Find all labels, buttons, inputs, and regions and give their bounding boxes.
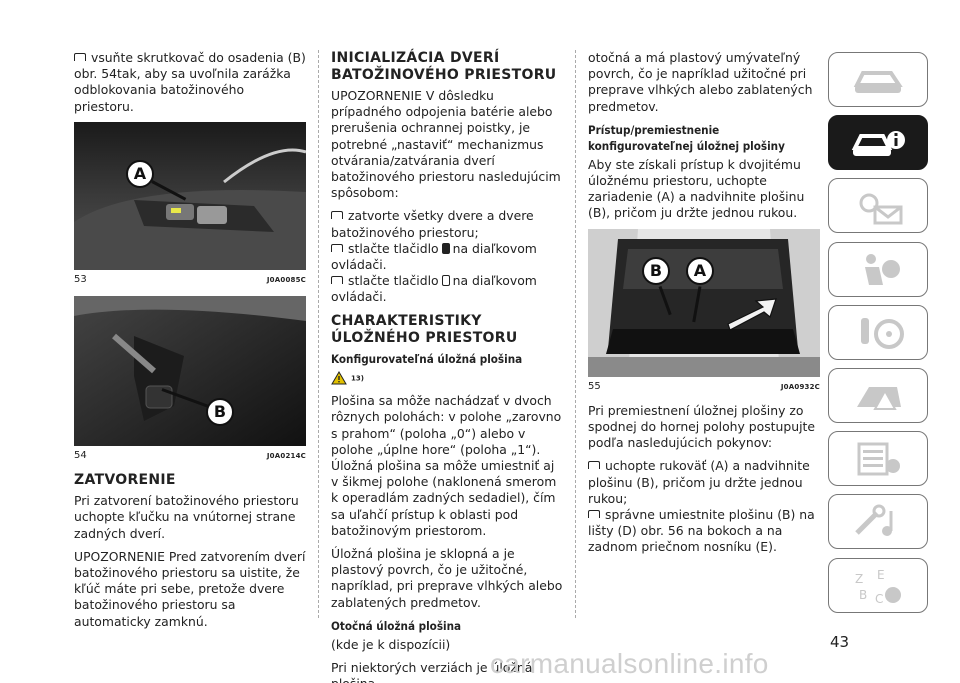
paragraph: otočná a má plastový umývateľný povrch, … xyxy=(588,50,813,114)
paragraph: Plošina sa môže nachádzať v dvoch rôznyc… xyxy=(331,393,562,538)
lock-icon xyxy=(441,242,450,254)
paragraph: Aby ste získali prístup k dvojitému úlož… xyxy=(588,156,805,221)
figure-code: J0A0085C xyxy=(266,275,306,284)
callout-b: B xyxy=(206,398,234,427)
service-checklist-icon xyxy=(857,442,900,476)
figure-53-photo: A xyxy=(74,121,306,270)
figure-code: J0A0932C xyxy=(780,382,820,391)
paragraph: UPOZORNENIE Pred zatvorením dverí batoži… xyxy=(74,548,306,629)
warning-triangle-icon xyxy=(331,371,347,385)
warning-reference: 13) xyxy=(331,370,563,387)
tab-multimedia[interactable] xyxy=(828,494,928,550)
paragraph: Pri zatvorení batožinového priestoru uch… xyxy=(74,493,299,541)
unlock-icon xyxy=(441,275,450,287)
bullet-item: správne umiestnite plošinu (B) na lišty … xyxy=(588,507,820,556)
tools-music-icon xyxy=(855,504,893,537)
bullet-item: uchopte rukoväť (A) a nadvihnite plošinu… xyxy=(588,458,820,507)
column-left: vsuňte skrutkovač do osadenia (B) obr. 5… xyxy=(74,50,306,637)
svg-text:Z: Z xyxy=(855,572,863,586)
watermark: carmanualsonline.info xyxy=(490,648,769,679)
svg-text:B: B xyxy=(859,588,867,602)
subheading: Otočná úložná plošina xyxy=(331,618,462,633)
figure-number: 55 xyxy=(588,380,601,392)
tab-warnings[interactable] xyxy=(828,367,928,423)
bullet-item: zatvorte všetky dvere a dvere batožinové… xyxy=(331,208,563,240)
column-divider xyxy=(318,50,319,618)
warning-car-icon xyxy=(857,386,901,410)
callout-a: A xyxy=(126,159,154,188)
figure-54-photo: B xyxy=(74,296,306,447)
figure-code: J0A0214C xyxy=(266,452,306,461)
callout-b: B xyxy=(642,256,670,285)
paragraph: Pri niektorých verziách je úložná plošin… xyxy=(331,660,533,683)
figure-number: 53 xyxy=(74,273,87,285)
subheading: Konfigurovateľná úložná plošina xyxy=(331,351,523,366)
tab-safety[interactable] xyxy=(828,241,928,297)
paragraph: (kde je k dispozícii) xyxy=(331,636,451,652)
figure-55-caption: 55 J0A0932C xyxy=(588,379,820,395)
section-heading: ZATVORENIE xyxy=(74,472,176,489)
key-steering-icon xyxy=(861,317,904,349)
tab-dashboard[interactable] xyxy=(828,52,928,107)
paragraph: Pri premiestnení úložnej plošiny zo spod… xyxy=(588,402,816,451)
figure-54-caption: 54 J0A0214C xyxy=(74,448,306,464)
column-divider xyxy=(575,50,576,618)
figure-53-caption: 53 J0A0085C xyxy=(74,272,306,288)
airbag-person-icon xyxy=(865,253,900,285)
figure-55-photo: B A xyxy=(588,228,820,377)
car-info-icon xyxy=(851,131,905,157)
column-middle: INICIALIZÁCIA DVERÍ BATOŽINOVÉHO PRIESTO… xyxy=(331,50,563,683)
page-number: 43 xyxy=(830,633,850,651)
paragraph: UPOZORNENIE V dôsledku prípadného odpoje… xyxy=(331,88,561,201)
figure-number: 54 xyxy=(74,450,87,462)
column-right: otočná a má plastový umývateľný povrch, … xyxy=(588,50,820,556)
section-heading: CHARAKTERISTIKY ÚLOŽNÉHO PRIESTORU xyxy=(331,312,518,346)
light-mail-icon xyxy=(859,193,903,225)
svg-text:E: E xyxy=(877,568,885,582)
car-dashboard-icon xyxy=(853,71,903,93)
svg-text:C: C xyxy=(875,592,883,606)
tab-car-info[interactable] xyxy=(828,115,928,171)
bullet-item: vsuňte skrutkovač do osadenia (B) obr. 5… xyxy=(74,50,306,114)
subheading: Prístup/premiestnenie konfigurovateľnej … xyxy=(588,122,785,153)
callout-a: A xyxy=(686,256,714,285)
tab-starting[interactable] xyxy=(828,304,928,360)
section-heading: INICIALIZÁCIA DVERÍ BATOŽINOVÉHO PRIESTO… xyxy=(331,50,557,83)
paragraph: Úložná plošina je sklopná a je plastový … xyxy=(331,546,563,610)
tab-lights[interactable] xyxy=(828,178,928,234)
tab-service[interactable] xyxy=(828,431,928,487)
